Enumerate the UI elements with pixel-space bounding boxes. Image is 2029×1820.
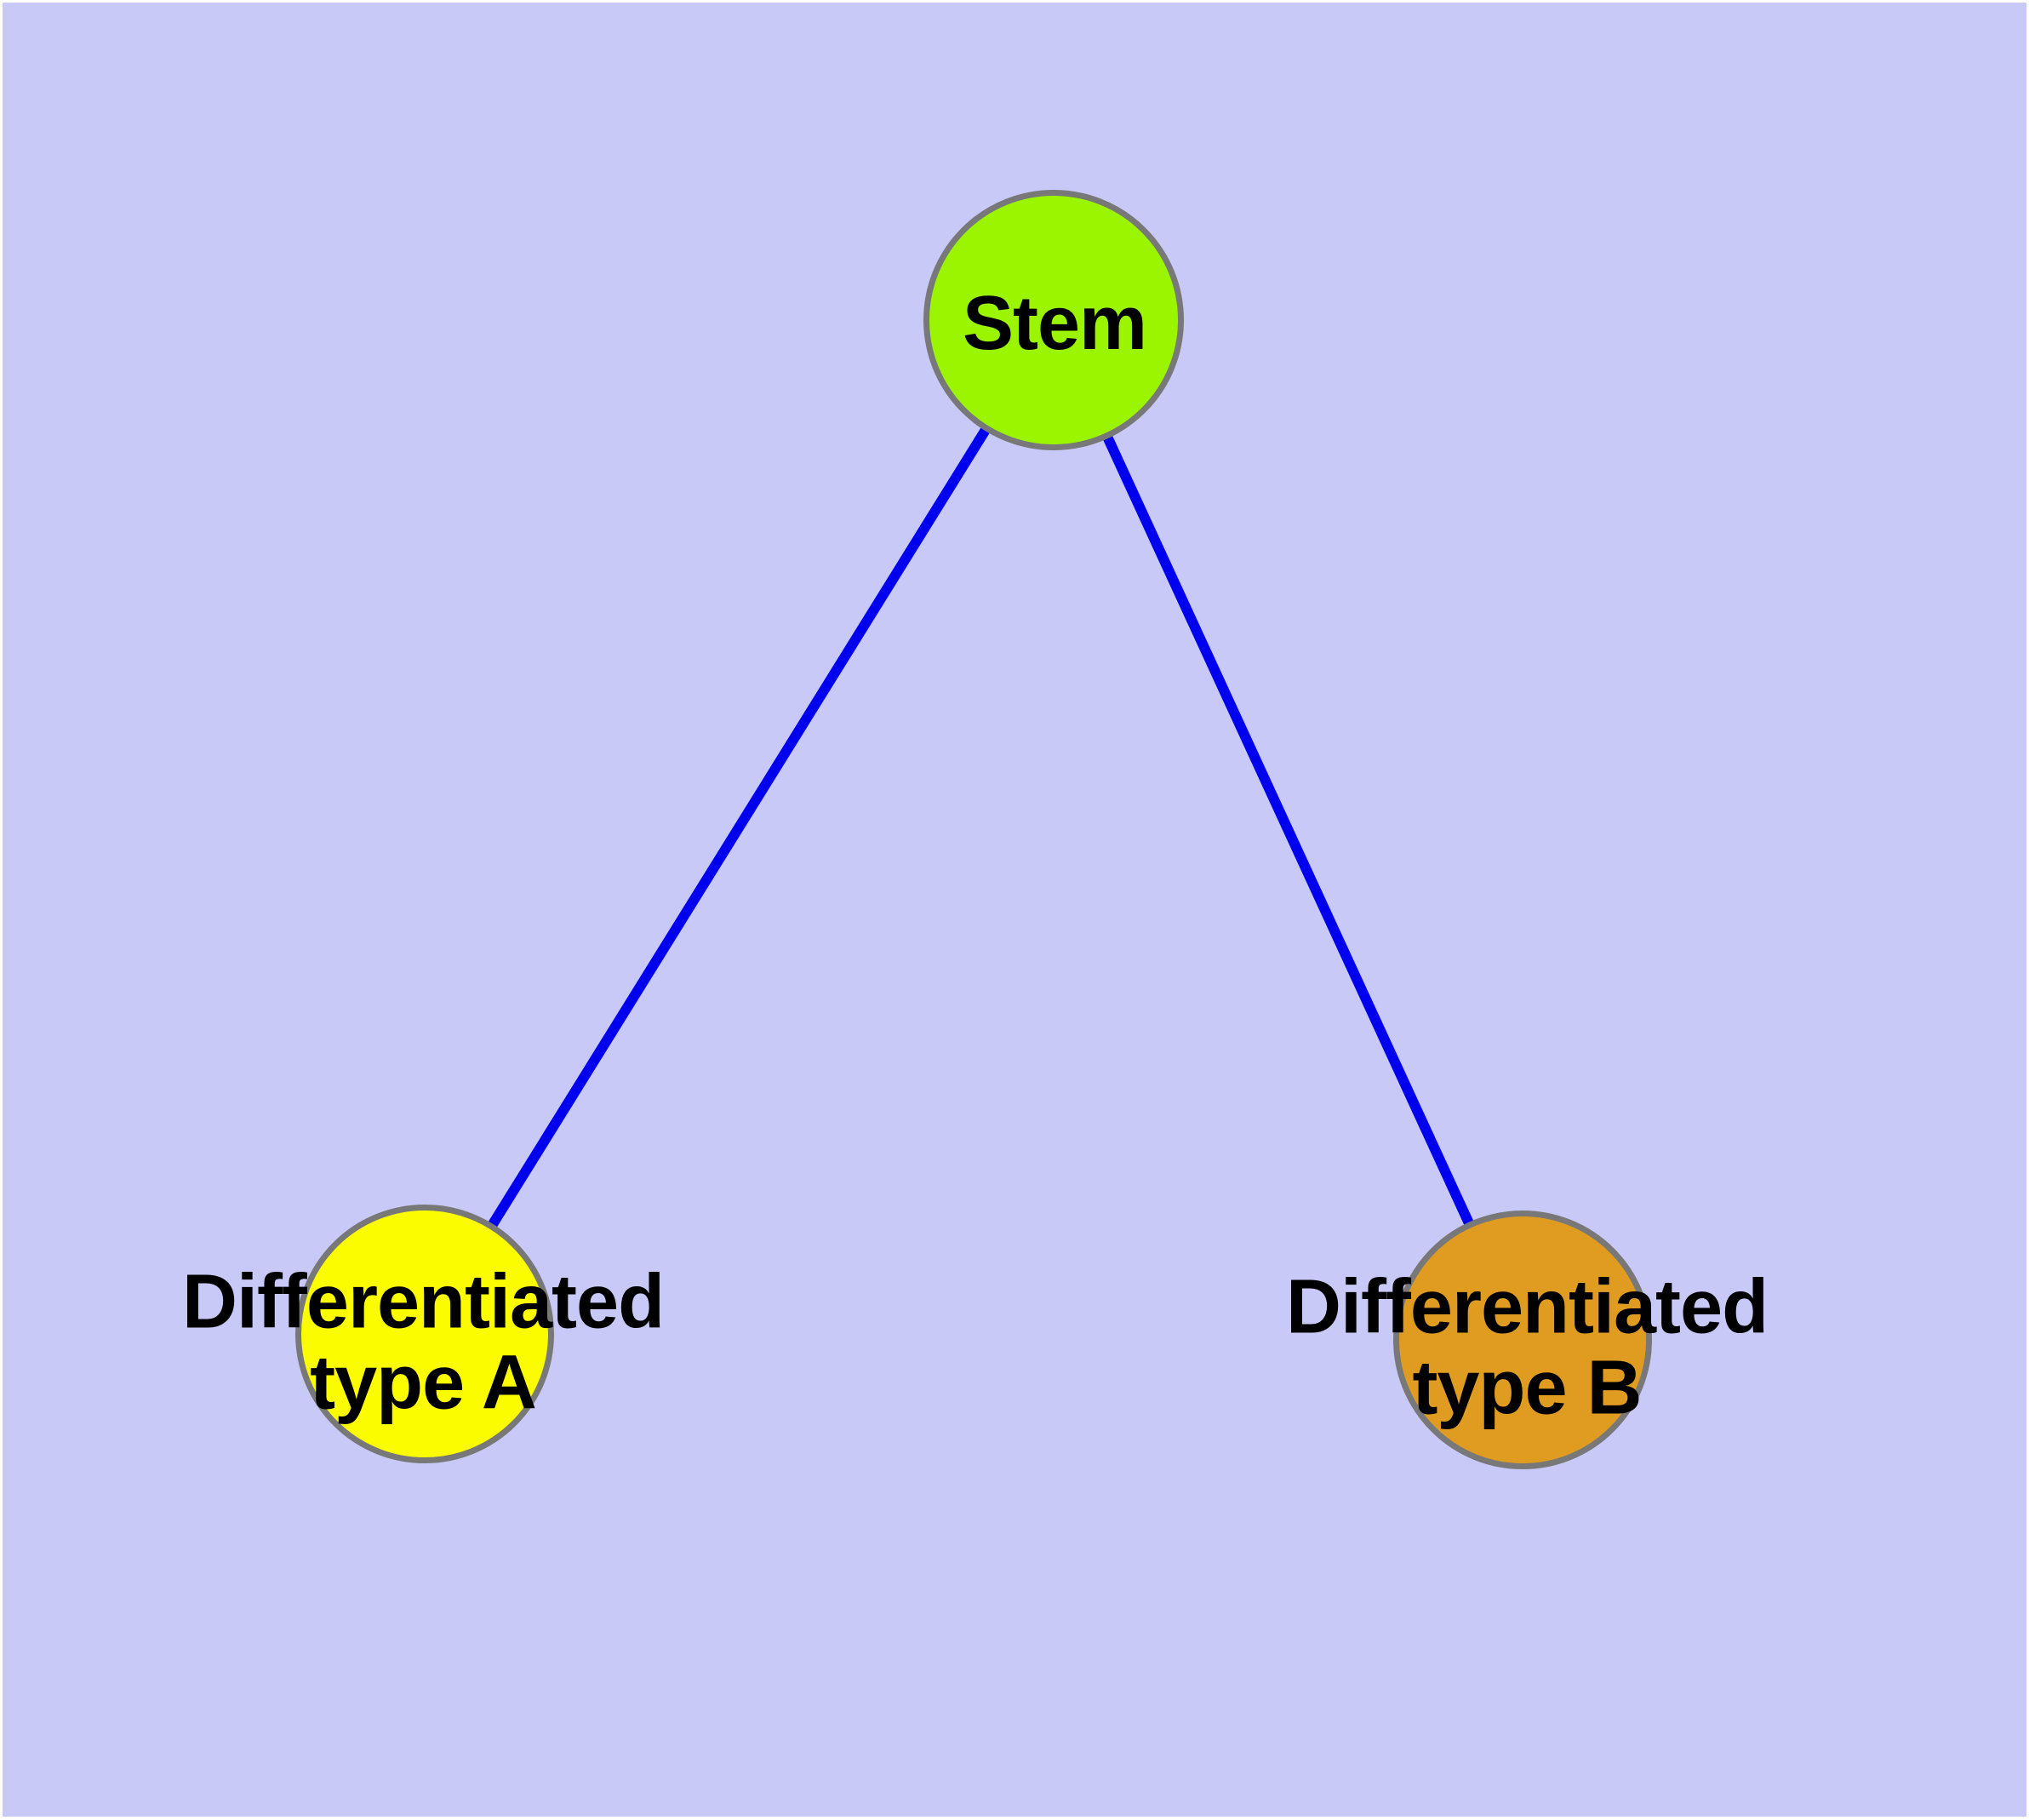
node-type-a-label: Differentiated type A: [181, 1259, 665, 1425]
edge-stem-to-type-a: [420, 317, 1059, 1337]
node-stem-label: Stem: [962, 280, 1147, 366]
node-type-b-label: Differentiated type B: [1285, 1264, 1769, 1430]
edges-layer: [420, 317, 1528, 1342]
node-stem: [923, 190, 1184, 450]
node-type-a-label-line2: type A: [310, 1340, 537, 1425]
node-type-b-label-line2: type B: [1412, 1345, 1642, 1430]
node-differentiated-type-b: [1393, 1210, 1652, 1469]
node-type-a-label-line1: Differentiated: [181, 1259, 665, 1345]
node-differentiated-type-a: [295, 1205, 554, 1463]
node-stem-label-line: Stem: [962, 280, 1147, 366]
edge-stem-to-type-b: [1049, 318, 1528, 1342]
node-type-b-label-line1: Differentiated: [1285, 1264, 1769, 1350]
diagram-canvas: Stem Differentiated type A Differentiate…: [3, 3, 2026, 1817]
